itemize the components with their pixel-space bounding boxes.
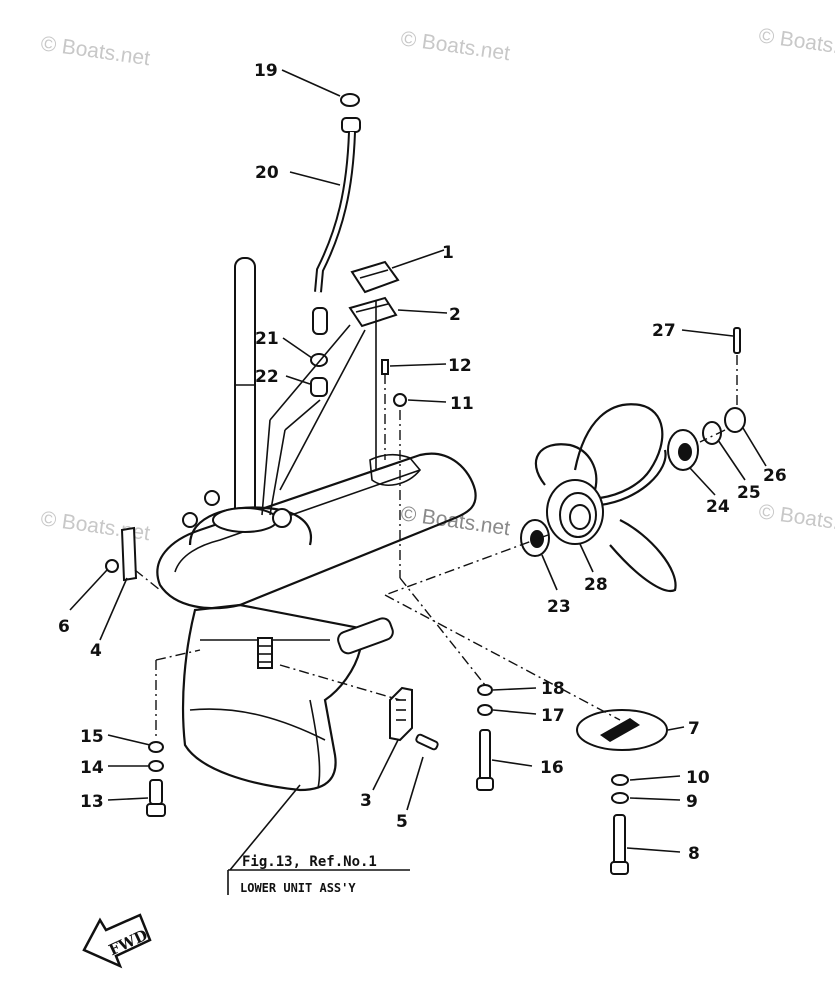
part-17-washer	[477, 704, 493, 716]
watermark: © Boats.net	[39, 32, 151, 70]
callout-18: 18	[541, 679, 565, 699]
callout-19: 19	[254, 61, 278, 81]
caption-title: LOWER UNIT ASS'Y	[240, 881, 356, 895]
part-18-washer	[477, 684, 493, 696]
callout-13: 13	[80, 792, 104, 812]
callout-22: 22	[255, 367, 279, 387]
shift-rod-boss	[369, 453, 422, 486]
fwd-arrow-icon	[82, 913, 152, 969]
callout-15: 15	[80, 727, 104, 747]
part-16-stud	[479, 729, 491, 781]
part-2-pad	[348, 296, 398, 328]
figure-caption: Fig.13, Ref.No.1 LOWER UNIT ASS'Y	[227, 854, 410, 895]
part-5-bolt	[415, 733, 439, 751]
callout-12: 12	[448, 356, 472, 376]
caption-figure-ref: Fig.13, Ref.No.1	[242, 854, 377, 870]
callout-1: 1	[442, 243, 454, 263]
callout-20: 20	[255, 163, 279, 183]
callout-8: 8	[688, 844, 700, 864]
part-1-pad	[350, 260, 400, 294]
water-pump-housing	[188, 506, 313, 546]
part-13-bolt	[149, 779, 163, 805]
callout-7: 7	[688, 719, 700, 739]
boss-right	[272, 508, 292, 528]
part-3-anode	[389, 686, 413, 742]
callout-17: 17	[541, 706, 565, 726]
cavitation-plate	[156, 452, 477, 610]
part-20-tube-top	[341, 117, 361, 133]
callout-28: 28	[584, 575, 608, 595]
part-12-pin	[381, 359, 389, 375]
watermark: © Boats.net	[757, 24, 835, 62]
part-9-washer	[611, 792, 629, 804]
callout-5: 5	[396, 812, 408, 832]
callout-16: 16	[540, 758, 564, 778]
part-8-bolt	[613, 814, 626, 866]
callout-10: 10	[686, 768, 710, 788]
callout-26: 26	[763, 466, 787, 486]
callout-2: 2	[449, 305, 461, 325]
part-15-washer	[148, 741, 164, 753]
driveshaft	[234, 257, 256, 519]
gearcase-contour	[189, 708, 326, 741]
fwd-arrow: FWD	[82, 913, 152, 969]
leader-lines	[69, 69, 767, 871]
part-10-washer	[611, 774, 629, 786]
part-23-thrust-washer	[520, 519, 550, 557]
plate-edge	[174, 469, 421, 573]
part-19-seal	[340, 93, 360, 107]
part-26-nut	[724, 407, 746, 433]
part-6-bolt	[105, 559, 119, 573]
part-11-nut	[393, 393, 407, 407]
watermark: © Boats.net	[757, 500, 835, 538]
part-22-grommet	[310, 377, 328, 397]
boss-left	[182, 512, 198, 528]
callout-24: 24	[706, 497, 730, 517]
callout-numbers: 1 2 3 4 5 6 7 8 9 10 11 12 13 14 15 16 1…	[58, 61, 787, 864]
part-4-anode	[120, 526, 138, 582]
callout-23: 23	[547, 597, 571, 617]
part-14-washer	[148, 760, 164, 772]
callout-9: 9	[686, 792, 698, 812]
part-28-propeller	[534, 403, 677, 592]
callout-6: 6	[58, 617, 70, 637]
callout-14: 14	[80, 758, 104, 778]
part-27-cotter-pin	[733, 327, 741, 354]
boss-top	[204, 490, 220, 506]
skeg	[309, 699, 321, 789]
callout-25: 25	[737, 483, 761, 503]
callout-11: 11	[450, 394, 474, 414]
lower-unit-housing	[156, 257, 477, 792]
gearcase	[181, 603, 372, 792]
prop-shaft	[337, 617, 394, 655]
pump-seat	[212, 507, 278, 533]
callout-27: 27	[652, 321, 676, 341]
tube-sleeve	[312, 307, 328, 335]
watermarks: © Boats.net © Boats.net © Boats.net © Bo…	[39, 24, 835, 545]
part-25-washer	[702, 421, 722, 445]
callout-21: 21	[255, 329, 279, 349]
callout-3: 3	[360, 791, 372, 811]
watermark: © Boats.net	[399, 27, 511, 65]
assembly-lines	[134, 300, 738, 740]
water-intake	[257, 637, 273, 669]
callout-4: 4	[90, 641, 102, 661]
part-24-spacer	[667, 429, 699, 471]
